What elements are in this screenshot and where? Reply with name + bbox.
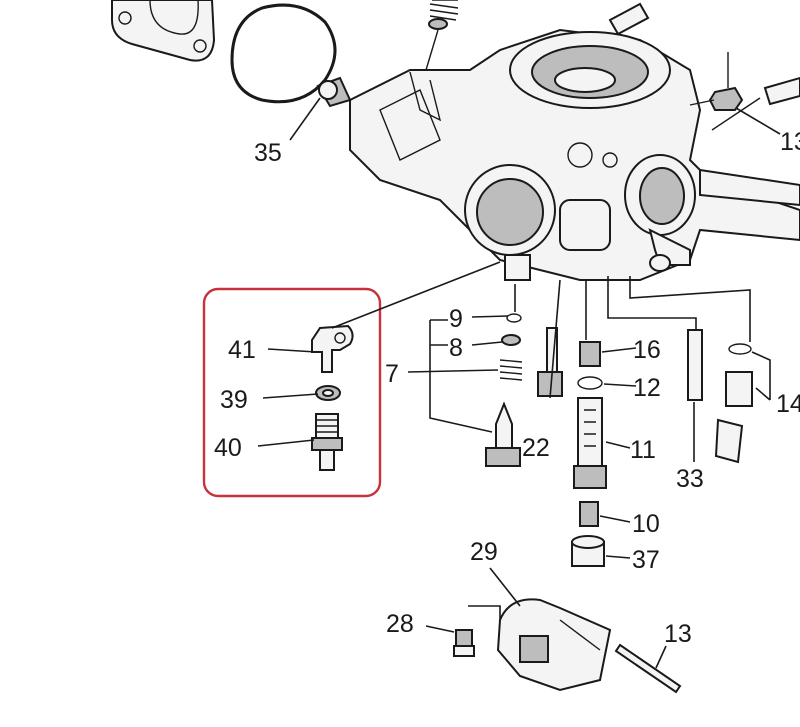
label-41: 41 xyxy=(228,336,256,364)
callout-labels: 35 9 8 7 41 39 40 16 12 22 11 33 14 10 3… xyxy=(214,128,800,648)
part-8-washer xyxy=(501,334,521,346)
part-11-emulsion-tube xyxy=(573,397,607,489)
part-12-oring xyxy=(577,376,603,390)
label-12: 12 xyxy=(633,374,661,402)
leader-lines xyxy=(257,97,781,669)
top-spring xyxy=(425,0,459,71)
carburetor-body xyxy=(349,28,800,281)
label-28: 28 xyxy=(386,610,414,638)
part-37-collar xyxy=(571,535,605,567)
part-39-washer xyxy=(315,385,341,401)
label-13: 13 xyxy=(664,620,692,648)
part-41-bracket xyxy=(311,324,354,373)
label-11: 11 xyxy=(630,436,656,464)
label-37: 37 xyxy=(632,546,660,574)
part-13-pin xyxy=(614,643,682,694)
label-33: 33 xyxy=(676,465,704,493)
top-right-screw xyxy=(711,76,800,131)
manifold-flange xyxy=(111,0,216,62)
label-39: 39 xyxy=(220,386,248,414)
part-14-float-valve xyxy=(714,343,753,464)
label-14: 14 xyxy=(776,390,800,418)
highlight-box xyxy=(202,287,382,498)
top-right-nut xyxy=(689,52,744,111)
part-7-spring xyxy=(499,359,523,381)
label-16: 16 xyxy=(633,336,661,364)
part-29-float xyxy=(496,598,612,692)
part-35-fitting xyxy=(316,76,352,108)
part-40-screw xyxy=(311,413,343,471)
label-10: 10 xyxy=(632,510,660,538)
label-22: 22 xyxy=(522,434,550,462)
label-40: 40 xyxy=(214,434,242,462)
label-13-top: 13 xyxy=(780,128,800,156)
part-22-jet xyxy=(537,327,563,397)
part-7-needle xyxy=(485,401,521,467)
label-29: 29 xyxy=(470,538,498,566)
label-9: 9 xyxy=(449,305,463,333)
part-9-oring xyxy=(506,313,522,323)
part-33-pilot-jet xyxy=(687,329,703,401)
part-16-plug xyxy=(579,341,601,367)
label-35: 35 xyxy=(254,139,282,167)
label-8: 8 xyxy=(449,334,463,362)
part-28-screw xyxy=(453,629,475,657)
label-7: 7 xyxy=(385,360,399,388)
o-ring-gasket xyxy=(230,3,337,104)
part-10-main-jet xyxy=(579,501,599,527)
top-plug xyxy=(608,2,650,36)
